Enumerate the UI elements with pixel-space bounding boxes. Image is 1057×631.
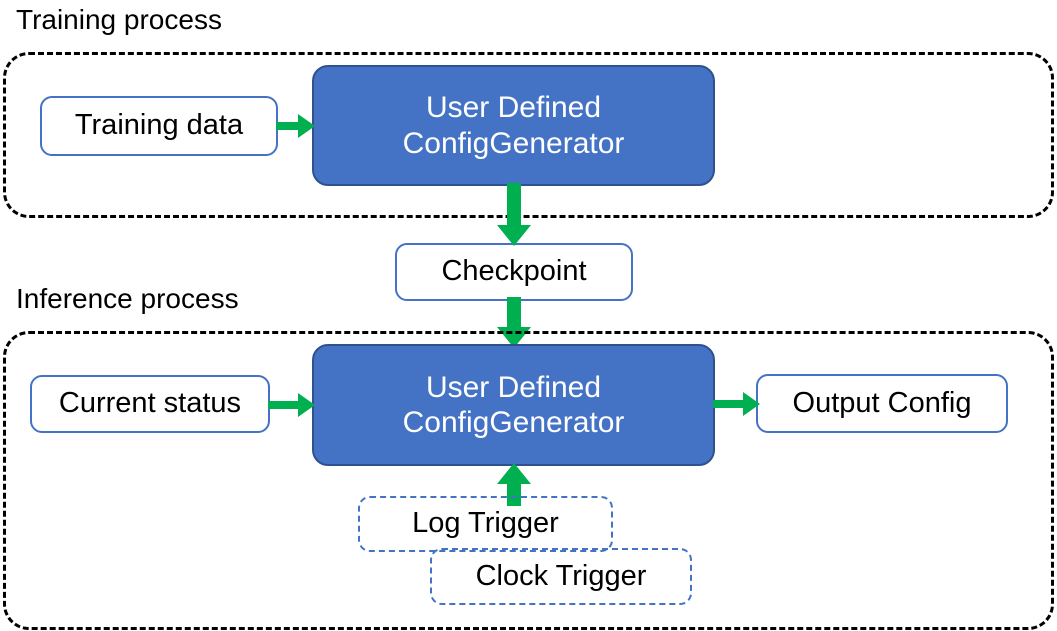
node-clock-trigger[interactable]: Clock Trigger xyxy=(430,548,692,605)
arrow-current-status-to-generator xyxy=(268,393,315,417)
node-clock-trigger-label: Clock Trigger xyxy=(475,559,647,592)
node-training-config-generator-label-line2: ConfigGenerator xyxy=(402,126,625,160)
inference-process-caption: Inference process xyxy=(16,283,239,314)
node-training-config-generator[interactable]: User Defined ConfigGenerator xyxy=(312,65,715,186)
training-process-group xyxy=(3,52,1054,218)
arrow-generator-to-checkpoint xyxy=(497,183,531,246)
arrow-training-data-to-generator xyxy=(276,114,315,138)
node-output-config-label: Output Config xyxy=(792,386,972,419)
arrow-generator-to-output-config xyxy=(713,392,760,416)
node-training-data[interactable]: Training data xyxy=(40,96,278,156)
node-log-trigger[interactable]: Log Trigger xyxy=(358,496,613,552)
node-inference-config-generator-label-line2: ConfigGenerator xyxy=(402,406,625,439)
arrow-checkpoint-to-inference-generator xyxy=(497,297,531,348)
node-checkpoint-label: Checkpoint xyxy=(441,255,587,288)
node-log-trigger-label: Log Trigger xyxy=(412,507,559,540)
node-training-config-generator-label-line1: User Defined xyxy=(425,91,602,125)
node-output-config[interactable]: Output Config xyxy=(756,374,1008,433)
node-inference-config-generator-label-line1: User Defined xyxy=(425,370,602,404)
node-training-data-label: Training data xyxy=(74,109,244,142)
arrow-triggers-to-generator xyxy=(497,463,531,506)
training-process-caption: Training process xyxy=(16,4,222,35)
node-current-status[interactable]: Current status xyxy=(30,375,270,433)
inference-process-group xyxy=(3,331,1054,630)
node-checkpoint[interactable]: Checkpoint xyxy=(395,243,633,301)
node-current-status-label: Current status xyxy=(58,387,242,420)
node-inference-config-generator[interactable]: User Defined ConfigGenerator xyxy=(312,344,715,466)
